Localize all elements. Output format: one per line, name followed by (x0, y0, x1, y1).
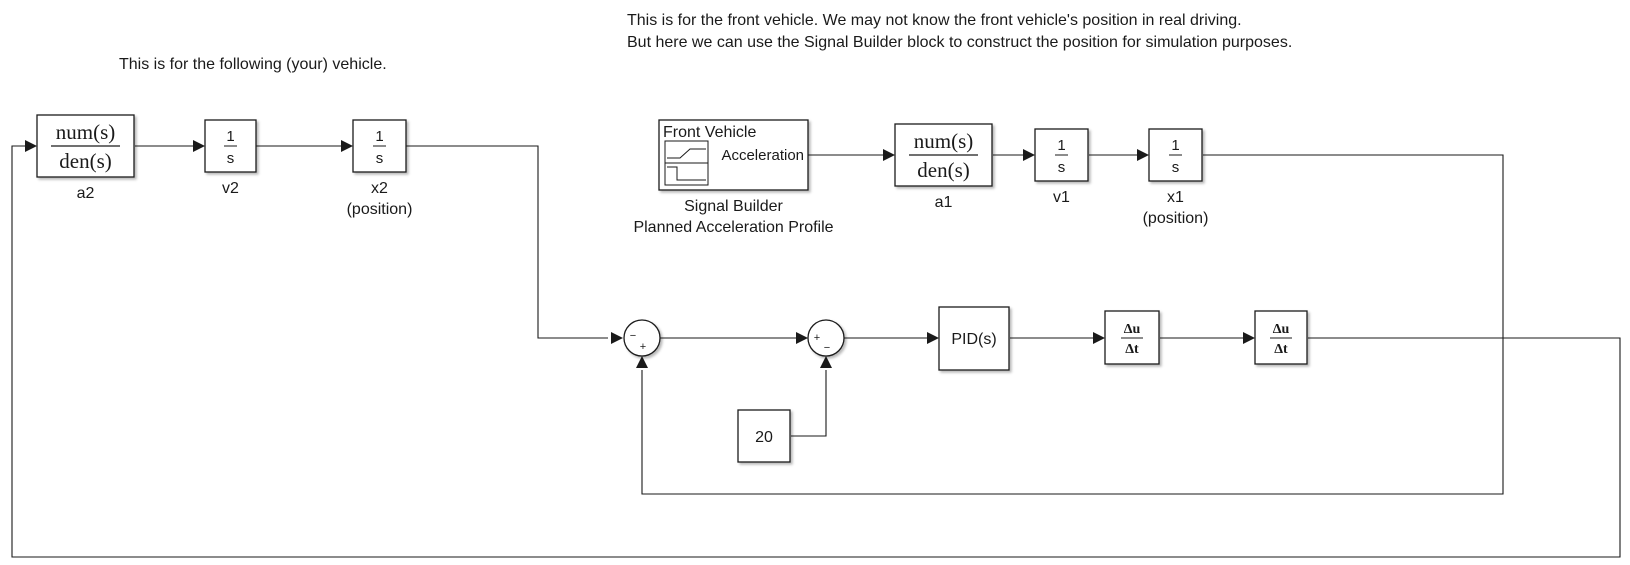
signal-builder-title: Front Vehicle (663, 124, 756, 141)
block-v1-integrator[interactable]: 1 s (1034, 128, 1089, 182)
constant-value: 20 (755, 429, 773, 446)
sum1-sign-top: − (630, 330, 636, 342)
x1-label: x1 (1167, 189, 1184, 206)
arrow-sb-to-a1 (883, 149, 895, 161)
block-pid-controller[interactable]: PID(s) (938, 306, 1010, 371)
arrow-a1-to-v1 (1023, 149, 1035, 161)
arrow-pid-to-deriv1 (1093, 332, 1105, 344)
arrow-x2-to-sum1 (611, 332, 623, 344)
x2-label: x2 (371, 180, 388, 197)
x1-numerator: 1 (1171, 137, 1179, 154)
block-derivative-1[interactable]: Δu Δt (1104, 310, 1160, 365)
block-signal-builder[interactable]: Front Vehicle Acceleration (658, 119, 809, 191)
signal-builder-sublabel: Planned Acceleration Profile (633, 219, 833, 236)
signal-builder-label: Signal Builder (684, 198, 783, 215)
block-a2-transfer-fcn[interactable]: num(s) den(s) (36, 114, 135, 178)
block-derivative-2[interactable]: Δu Δt (1254, 310, 1308, 365)
block-x1-integrator[interactable]: 1 s (1148, 128, 1203, 182)
x1-denominator: s (1172, 159, 1180, 176)
a2-label: a2 (77, 185, 95, 202)
line-const-to-sum2[interactable] (791, 370, 827, 437)
note-following-vehicle: This is for the following (your) vehicle… (119, 56, 387, 73)
note-front-vehicle-line2: But here we can use the Signal Builder b… (627, 34, 1292, 51)
a2-numerator: num(s) (56, 120, 116, 144)
arrow-a2-to-v2 (193, 140, 205, 152)
x2-denominator: s (376, 150, 384, 167)
block-v2-integrator[interactable]: 1 s (204, 119, 257, 173)
sum2-sign-bottom: − (824, 342, 830, 354)
arrow-sum2-to-pid (927, 332, 939, 344)
deriv2-denominator: Δt (1274, 342, 1288, 357)
signal-profile-icon (664, 140, 709, 186)
v1-denominator: s (1058, 159, 1066, 176)
a2-denominator: den(s) (59, 149, 111, 173)
line-deriv2-to-a2[interactable] (11, 145, 1621, 558)
arrow-v2-to-x2 (341, 140, 353, 152)
sum2-sign-left: + (814, 332, 820, 344)
line-x2-to-sum1[interactable] (406, 145, 608, 339)
signal-builder-port-label: Acceleration (721, 147, 804, 164)
arrow-deriv2-to-a2 (25, 140, 37, 152)
note-front-vehicle-line1: This is for the front vehicle. We may no… (627, 12, 1242, 29)
a1-label: a1 (935, 194, 953, 211)
v1-label: v1 (1053, 189, 1070, 206)
a1-numerator: num(s) (914, 129, 974, 153)
deriv2-numerator: Δu (1273, 322, 1290, 337)
block-x2-integrator[interactable]: 1 s (352, 119, 407, 173)
x2-numerator: 1 (375, 128, 383, 145)
x1-label-position: (position) (1143, 210, 1209, 227)
arrow-x1-to-sum1 (636, 356, 648, 368)
arrow-deriv1-to-deriv2 (1243, 332, 1255, 344)
block-a1-transfer-fcn[interactable]: num(s) den(s) (894, 123, 993, 187)
arrow-sum1-to-sum2 (796, 332, 808, 344)
signal-lines (11, 140, 1621, 558)
v2-numerator: 1 (226, 128, 234, 145)
block-constant[interactable]: 20 (737, 409, 791, 463)
deriv1-numerator: Δu (1124, 322, 1141, 337)
line-x1-to-sum1[interactable] (641, 154, 1504, 495)
arrow-const-to-sum2 (820, 356, 832, 368)
arrow-v1-to-x1 (1137, 149, 1149, 161)
deriv1-denominator: Δt (1125, 342, 1139, 357)
sum1-sign-bottom: + (640, 341, 646, 353)
block-sum1[interactable]: − + (623, 319, 661, 357)
block-sum2[interactable]: + − (807, 319, 845, 357)
v2-denominator: s (227, 150, 235, 167)
v1-numerator: 1 (1057, 137, 1065, 154)
x2-label-position: (position) (347, 201, 413, 218)
a1-denominator: den(s) (917, 158, 969, 182)
pid-text: PID(s) (951, 331, 996, 348)
v2-label: v2 (222, 180, 239, 197)
